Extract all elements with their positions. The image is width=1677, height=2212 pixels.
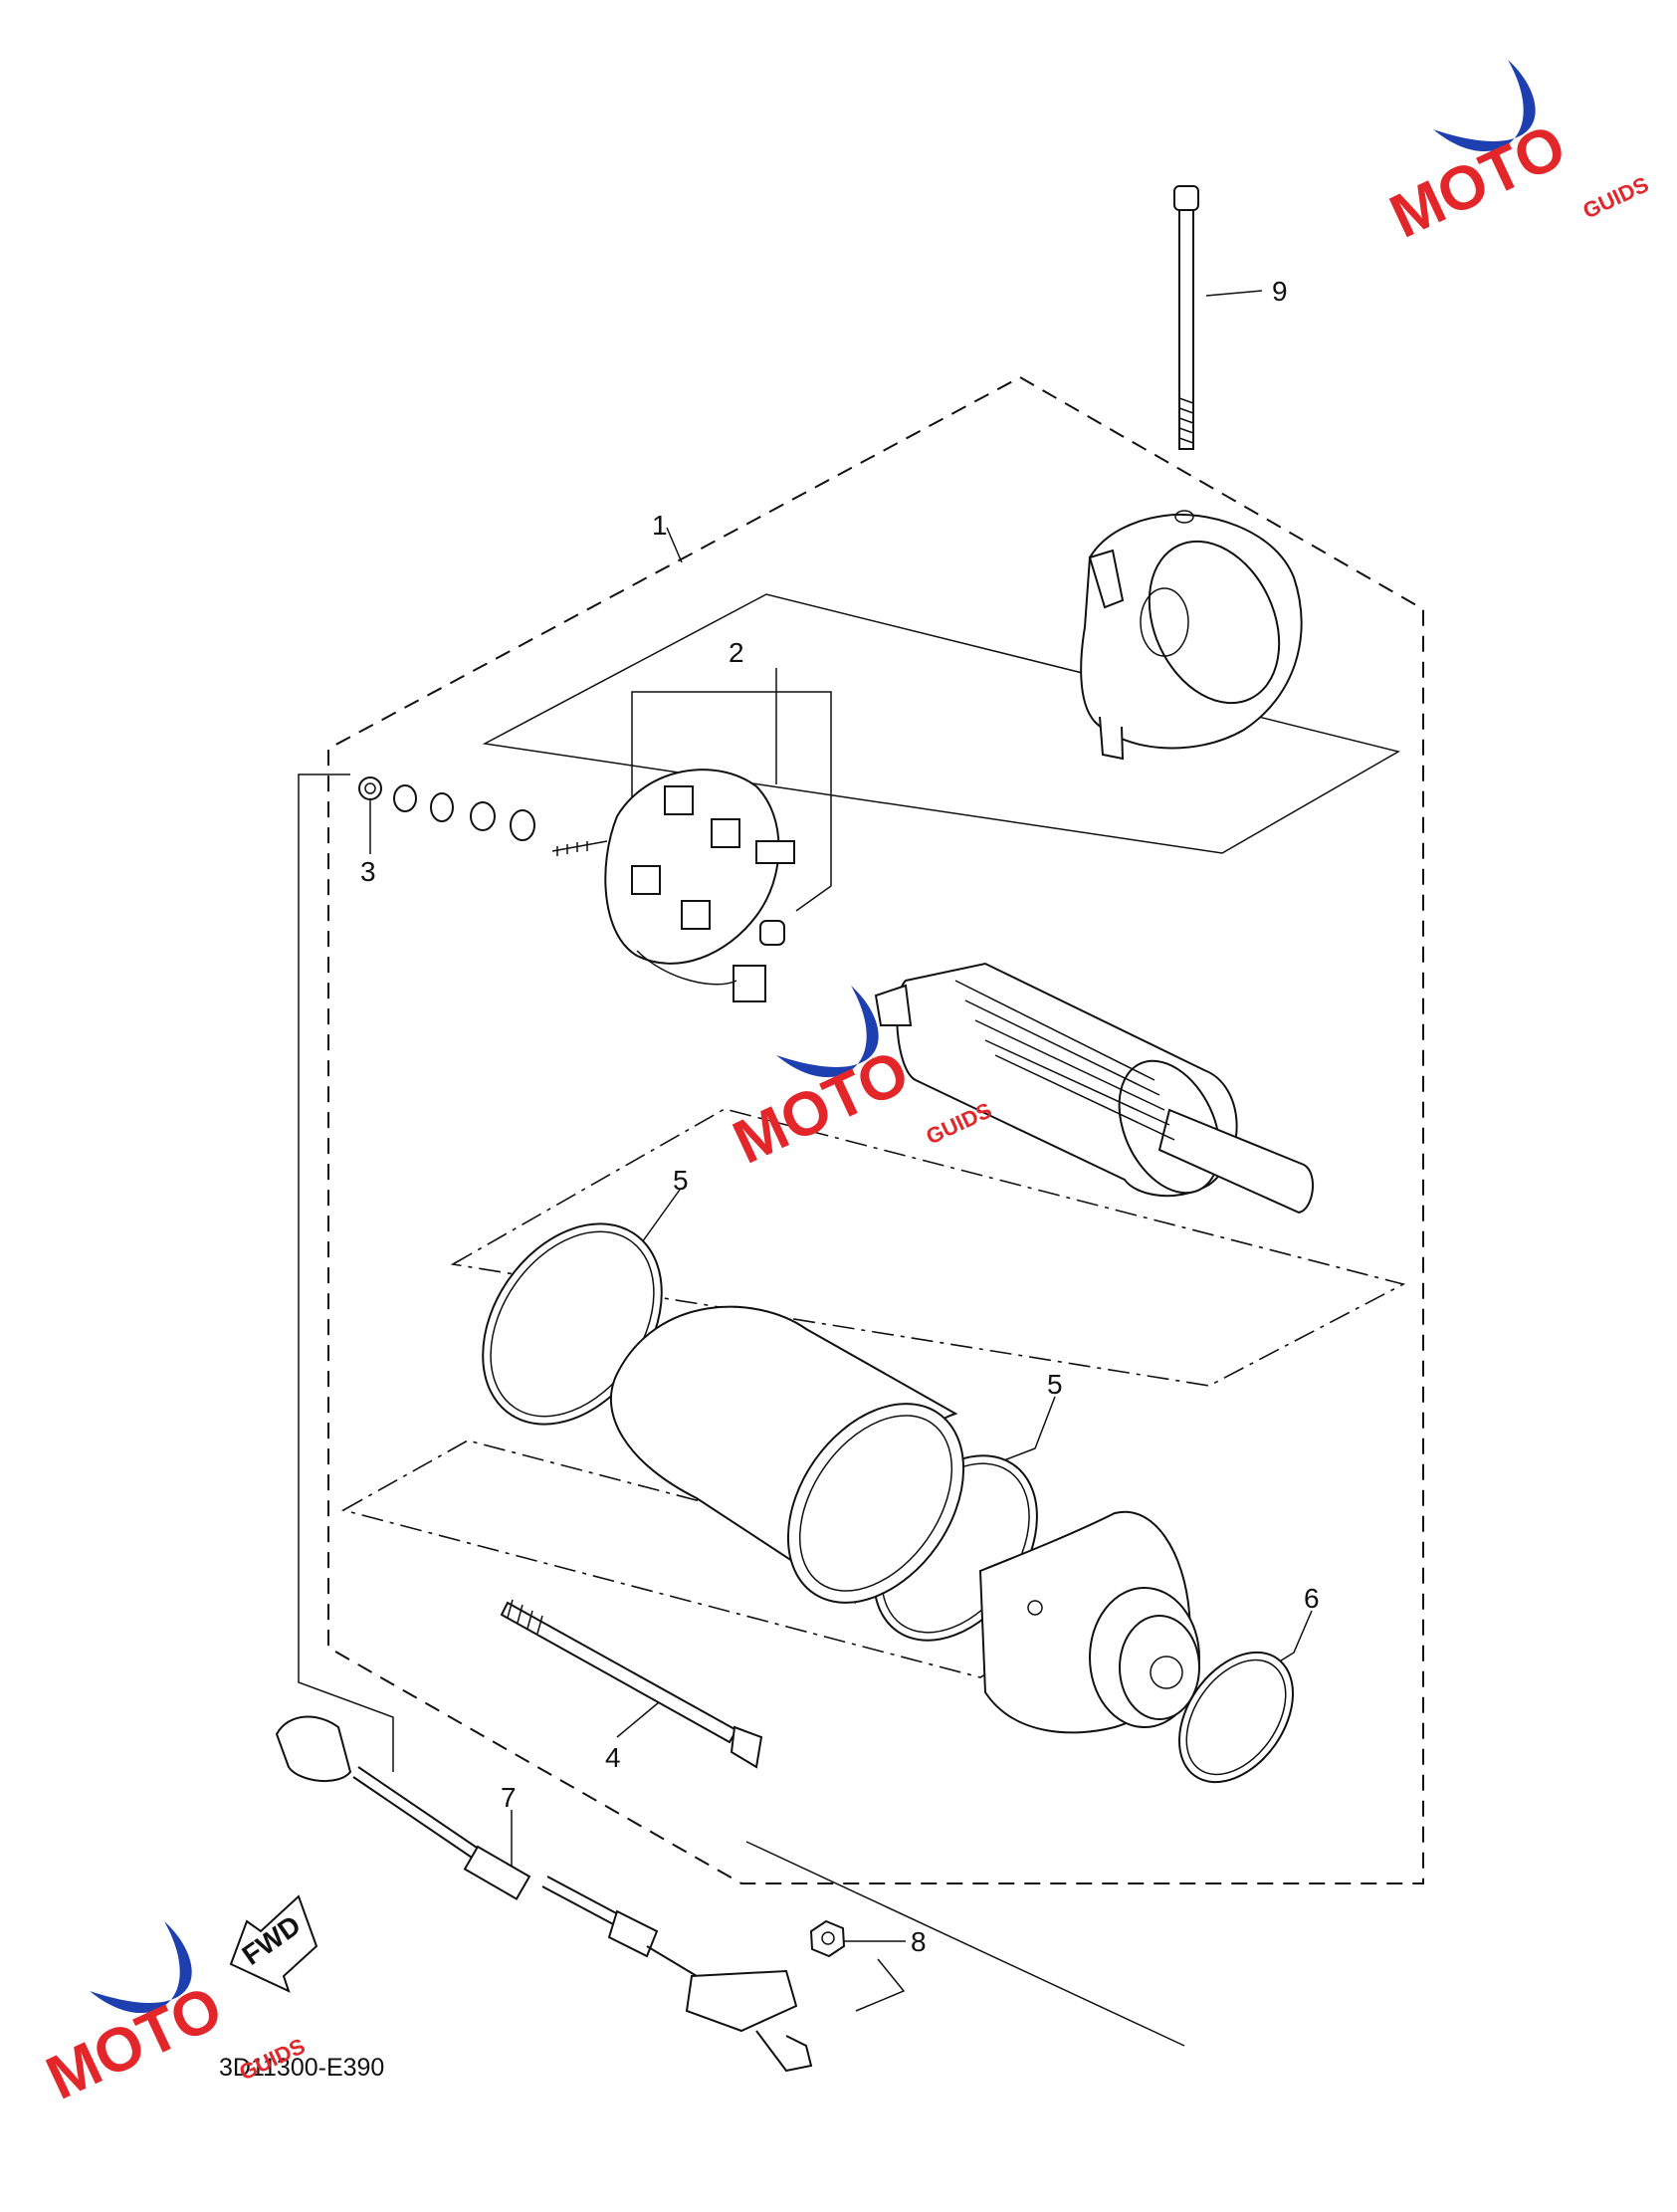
brush-holder-assembly [551,769,795,1002]
watermark-logo-top-right: MOTO GUIDS [1380,60,1653,252]
through-bolt-9 [1173,185,1199,450]
svg-text:GUIDS: GUIDS [1579,171,1653,223]
washers-3 [358,776,535,841]
drawing-code: 3D11300-E390 [219,2054,384,2082]
nut-8 [809,1919,846,1958]
svg-text:MOTO: MOTO [37,1973,233,2113]
armature [874,962,1315,1215]
assembly-outline [327,375,1424,1884]
lead-wire-guide [298,774,394,1772]
svg-text:MOTO: MOTO [724,1037,920,1178]
callout-6: 6 [1304,1583,1320,1614]
callout-7: 7 [501,1782,517,1813]
svg-text:MOTO: MOTO [1380,111,1576,252]
svg-text:GUIDS: GUIDS [923,1097,996,1149]
plane-guide-middle [450,1108,1406,1387]
callout-labels: 1 2 3 4 5 5 6 7 8 9 [360,276,1320,1957]
plane-guide-lower [340,1439,1103,1678]
callout-4: 4 [605,1742,621,1773]
yoke [609,1305,965,1604]
callout-1: 1 [652,510,668,541]
rear-cover [978,1510,1200,1734]
through-bolt-4 [500,1599,763,1769]
plane-guide-upper [482,593,1400,854]
callout-9: 9 [1272,276,1288,307]
lead-wire-7 [275,1715,813,2073]
callout-3: 3 [360,856,376,887]
front-cover [1080,510,1303,761]
callout-8: 8 [911,1926,927,1957]
callout-5-rear: 5 [1047,1369,1063,1400]
o-ring-6 [1177,1651,1295,1784]
callout-5-front: 5 [673,1165,689,1196]
fwd-arrow-icon: FWD [229,1894,318,1993]
callout-2: 2 [729,637,744,668]
